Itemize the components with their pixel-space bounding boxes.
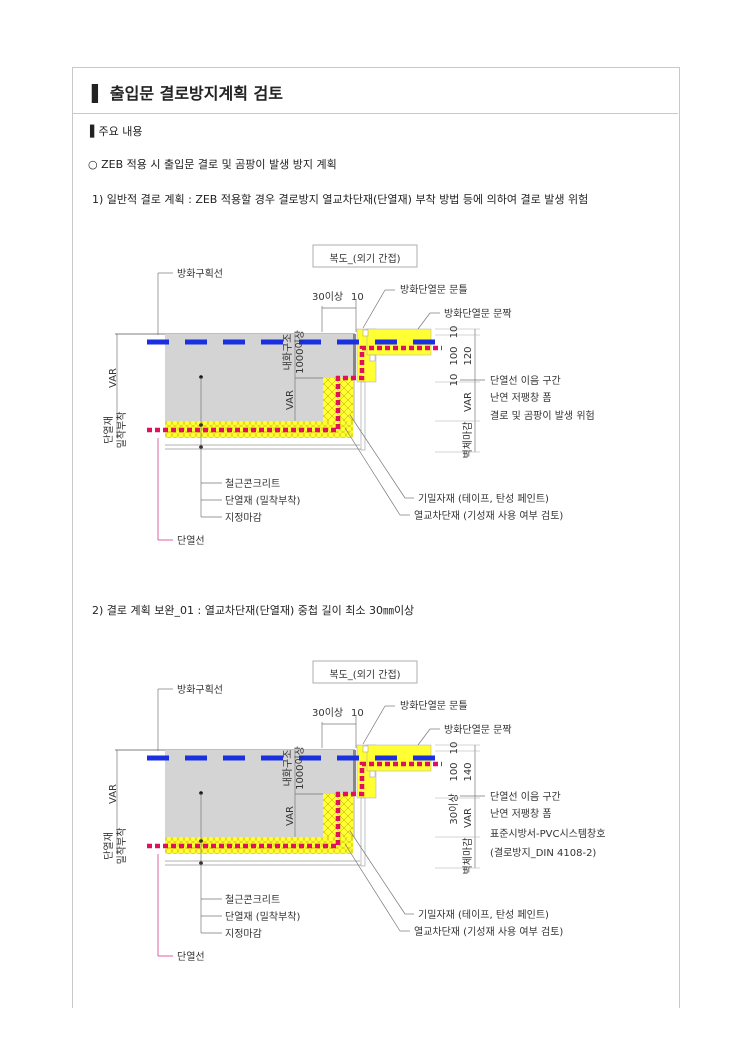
joint-dim: 10 [449, 374, 460, 387]
right-dim: 10 [449, 326, 460, 339]
thermal-break-label: 열교차단재 (기성재 사용 여부 검토) [414, 510, 563, 522]
right-dim: 100 [449, 762, 460, 781]
left-var-dim: VAR [108, 784, 119, 804]
right-dim: 140 [463, 762, 474, 781]
mid-var-dim: VAR [285, 806, 296, 826]
diagram-title: 복도_(외기 간접) [329, 669, 400, 681]
warning-note: 결로 및 곰팡이 발생 위험 [490, 409, 595, 422]
leader-line [344, 427, 401, 516]
right-var-dim: VAR [463, 392, 474, 412]
insulation-line-label: 단열선 [177, 535, 205, 547]
fire-structure-label: 내화구조 [282, 750, 294, 787]
wall-face [353, 334, 356, 380]
wall-finish-label: 벽체마감 [462, 422, 474, 459]
door-leaf-label: 방화단열문 문짝 [444, 724, 512, 736]
door-frame-label: 방화단열문 문틀 [400, 700, 468, 712]
gap-dim: 10 [351, 292, 364, 303]
material-label: 지정마감 [225, 928, 262, 940]
leader-line [362, 289, 386, 329]
left-insulation-label: 밀착부착 [116, 828, 128, 865]
fire-structure-label: 내화구조 [282, 334, 294, 371]
left-insulation-label: 밀착부착 [116, 412, 128, 449]
right-dim: 10 [449, 742, 460, 755]
joint-dim: 30이상 [448, 793, 460, 824]
material-label: 철근콘크리트 [225, 894, 280, 906]
title-box [312, 660, 418, 684]
title-box [312, 244, 418, 268]
right-dim: 100 [449, 346, 460, 365]
leader-line [362, 705, 386, 745]
leader-line [344, 843, 401, 932]
door-stop [369, 770, 376, 778]
gap-dim: 10 [351, 708, 364, 719]
door-leaf-label: 방화단열문 문짝 [444, 308, 512, 320]
wall-finish-label: 벽체마감 [462, 838, 474, 875]
header-row [72, 67, 678, 114]
joint-label: 단열선 이음 구간 [490, 791, 561, 803]
door-stop [362, 329, 369, 337]
leader-line [349, 830, 406, 915]
warning-note: (결로방지_DIN 4108-2) [490, 847, 596, 859]
page-title: ▌ 출입문 결로방지계획 검토 [92, 84, 283, 103]
airtight-label: 기밀자재 (테이프, 탄성 페인트) [418, 909, 549, 921]
airtight-label: 기밀자재 (테이프, 탄성 페인트) [418, 493, 549, 505]
thermal-break-label: 열교차단재 (기성재 사용 여부 검토) [414, 926, 563, 938]
content-frame [72, 67, 680, 1008]
leader-line [417, 312, 431, 330]
foam-label: 난연 저팽창 폼 [490, 808, 552, 820]
warning-note: 표준시방서-PVC시스템창호 [490, 828, 605, 840]
insulation-line-label: 단열선 [177, 951, 205, 963]
fire-structure-label: 1000이상 [294, 746, 306, 790]
joint-label: 단열선 이음 구간 [490, 375, 561, 387]
door-frame-label: 방화단열문 문틀 [400, 284, 468, 296]
material-label: 단열재 (밀착부착) [225, 495, 300, 507]
material-label: 단열재 (밀착부착) [225, 911, 300, 923]
fire-line-label: 방화구획선 [177, 684, 223, 696]
item-2-text: 2) 결로 계획 보완_01 : 열교차단재(단열재) 중첩 길이 최소 30㎜… [92, 604, 415, 617]
left-var-dim: VAR [108, 368, 119, 388]
left-insulation-label: 단열재 [103, 832, 115, 860]
overlap-dim: 30이상 [312, 707, 343, 719]
right-dim: 120 [463, 346, 474, 365]
wall-face [353, 750, 356, 796]
diagram-title: 복도_(외기 간접) [329, 253, 400, 265]
material-label: 철근콘크리트 [225, 478, 280, 490]
right-var-dim: VAR [463, 808, 474, 828]
wall-finish-edge [360, 797, 366, 867]
leader-line [349, 414, 406, 499]
bullet-text: ○ ZEB 적용 시 출입문 결로 및 곰팡이 발생 방지 계획 [88, 158, 337, 171]
material-label: 지정마감 [225, 512, 262, 524]
section-label: ▌주요 내용 [90, 125, 143, 138]
foam-label: 난연 저팽창 폼 [490, 392, 552, 404]
fire-structure-label: 1000이상 [294, 330, 306, 374]
mid-var-dim: VAR [285, 390, 296, 410]
door-stop [362, 745, 369, 753]
item-1-text: 1) 일반적 결로 계획 : ZEB 적용할 경우 결로방지 열교차단재(단열재… [92, 193, 589, 206]
leader-line [417, 728, 431, 746]
wall-finish-edge [360, 381, 366, 451]
overlap-dim: 30이상 [312, 291, 343, 303]
left-insulation-label: 단열재 [103, 416, 115, 444]
door-stop [369, 354, 376, 362]
fire-line-label: 방화구획선 [177, 268, 223, 280]
